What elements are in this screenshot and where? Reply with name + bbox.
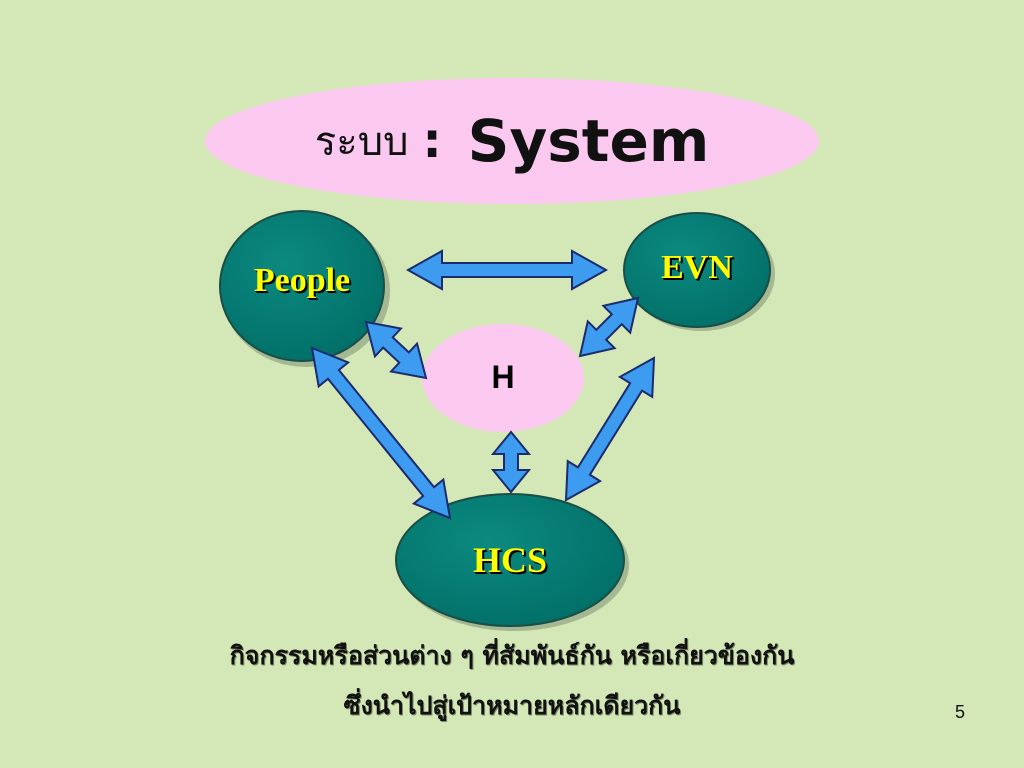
arrow-people-evn [405, 249, 609, 291]
h-node [422, 324, 584, 432]
page-number: 5 [954, 702, 965, 722]
arrow-evn-h [578, 296, 640, 358]
arrow-people-hcs [310, 346, 452, 520]
evn-node [623, 212, 771, 328]
hcs-node [395, 493, 625, 627]
connection-arrows [310, 249, 656, 520]
caption-line-2: ซึ่งนำไปสู่เป้าหมายหลักเดียวกัน [343, 691, 681, 720]
title-ellipse [205, 78, 819, 204]
people-node [219, 210, 385, 362]
arrow-people-h [364, 320, 428, 380]
arrow-evn-hcs [564, 356, 656, 502]
arrow-h-hcs [490, 430, 532, 494]
caption-line-1: กิจกรรมหรือส่วนต่าง ๆ ที่สัมพันธ์กัน หรื… [229, 641, 795, 670]
